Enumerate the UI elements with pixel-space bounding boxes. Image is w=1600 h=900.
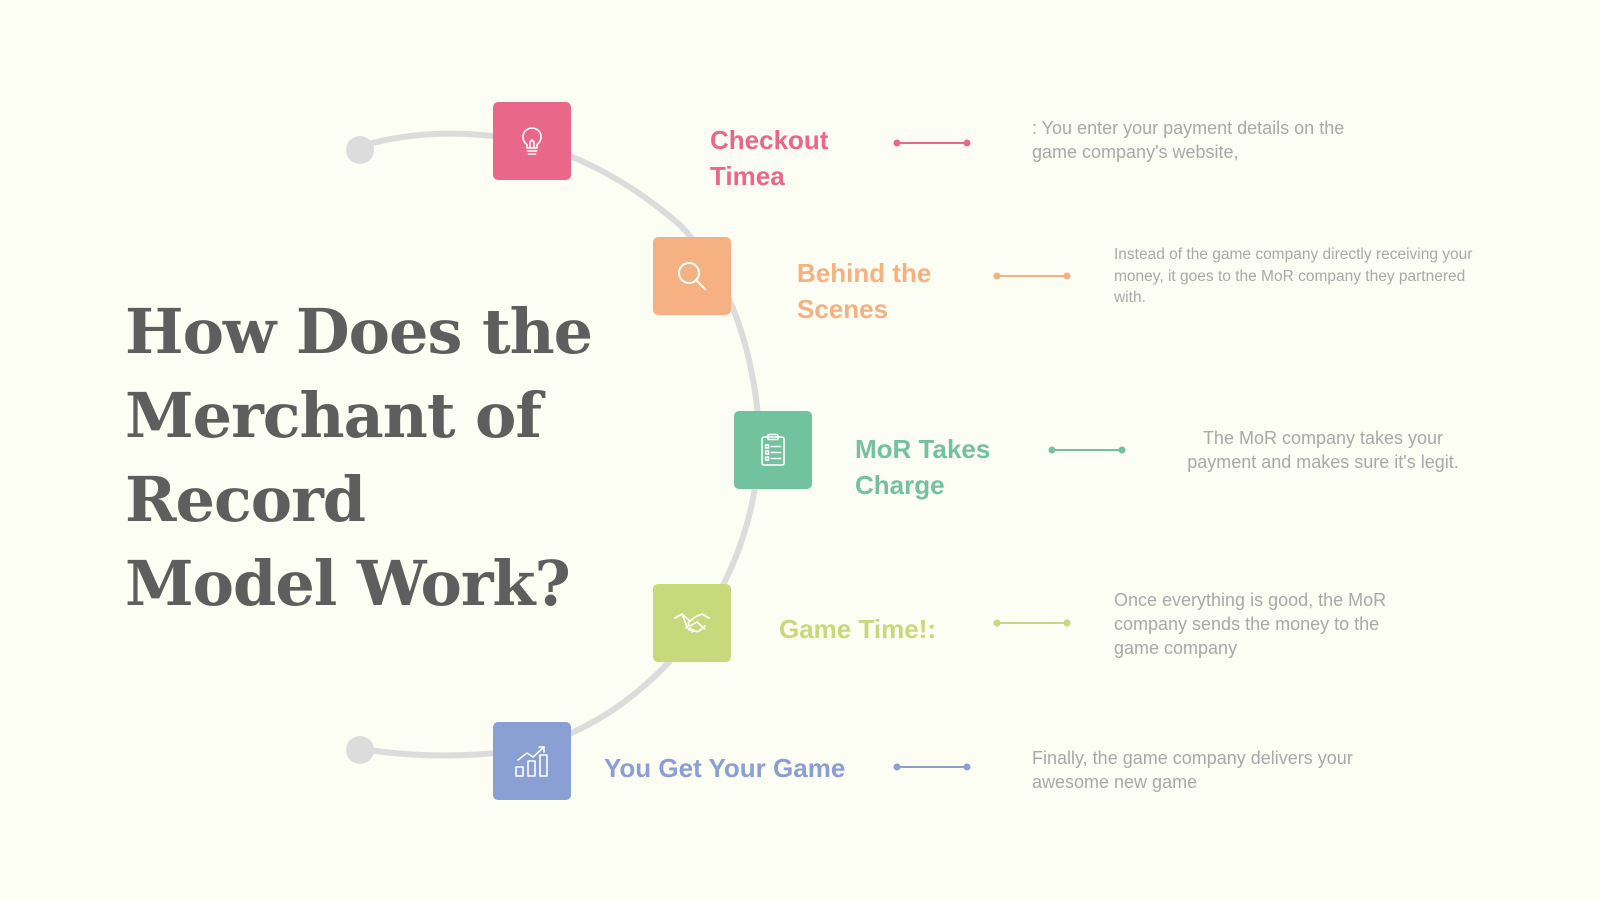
connector-5 — [893, 763, 971, 771]
step-5-description: Finally, the game company delivers your … — [1032, 748, 1353, 792]
lightbulb-icon — [522, 127, 542, 155]
step-5-title: You Get Your Game — [604, 753, 846, 783]
step-2-icon-box — [653, 237, 731, 315]
step-3-title: MoR Takes Charge — [855, 434, 991, 500]
step-3-icon-box — [734, 411, 812, 489]
handshake-icon — [674, 613, 710, 633]
connector-3 — [1048, 446, 1126, 454]
clipboard-list-icon — [761, 433, 785, 466]
step-1-description: : You enter your payment details on the … — [1032, 118, 1345, 162]
step-1-icon-box — [493, 102, 571, 180]
connector-4 — [993, 619, 1071, 627]
arc-end-dot — [346, 736, 374, 764]
step-4-icon-box — [653, 584, 731, 662]
bar-chart-growth-icon — [515, 746, 548, 777]
step-4-description: Once everything is good, the MoR company… — [1114, 590, 1387, 658]
arc-start-dot — [346, 136, 374, 164]
connector-2 — [993, 272, 1071, 280]
step-2-description: Instead of the game company directly rec… — [1114, 246, 1473, 306]
connector-1 — [893, 139, 971, 147]
step-3-description: The MoR company takes your payment and m… — [1187, 428, 1459, 472]
step-4-title: Game Time!: — [779, 614, 937, 644]
main-title: How Does the Merchant of Record Model Wo… — [125, 295, 593, 620]
search-icon — [678, 262, 706, 290]
step-2-title: Behind the Scenes — [797, 258, 932, 324]
step-5-icon-box — [493, 722, 571, 800]
step-1-title: Checkout Timea — [710, 125, 829, 191]
